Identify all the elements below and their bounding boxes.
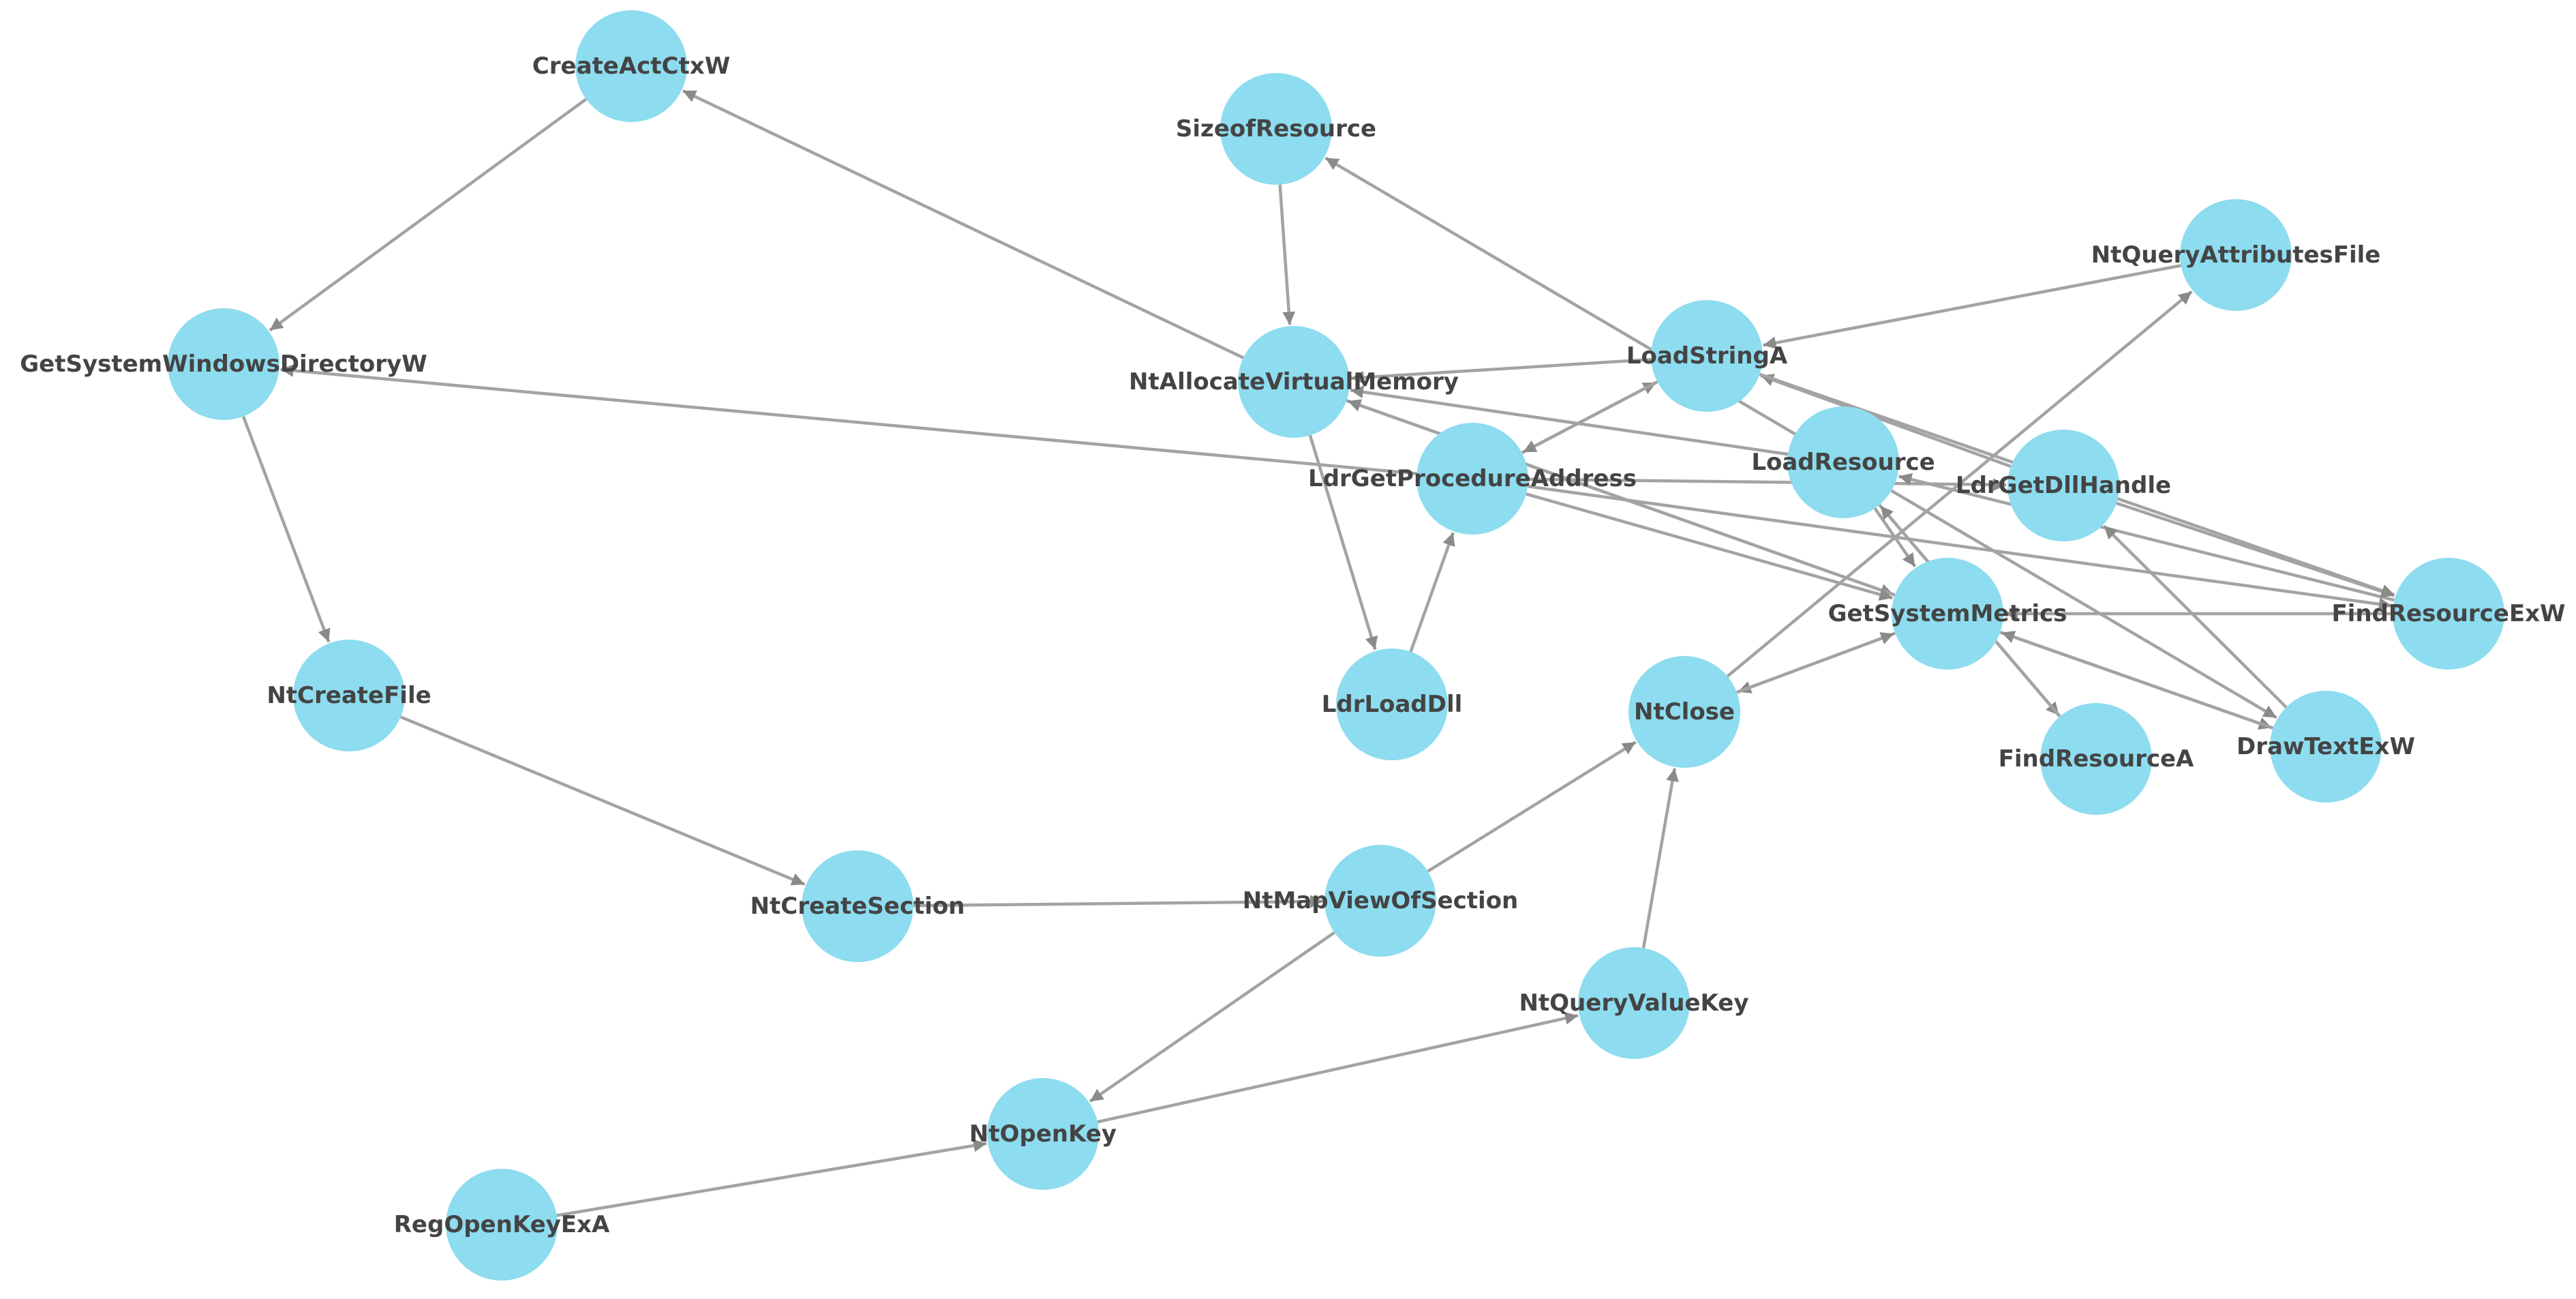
node-layer — [168, 10, 2504, 1281]
edge-nt-query-attributes-file-to-load-string-a — [1763, 264, 2181, 350]
node-label-nt-open-key: NtOpenKey — [969, 1120, 1117, 1148]
edge-draw-text-ex-w-to-get-system-metrics — [2001, 631, 2274, 730]
node-label-nt-query-value-key: NtQueryValueKey — [1519, 989, 1748, 1017]
node-find-resource-ex-w — [2393, 558, 2504, 670]
node-nt-open-key — [987, 1078, 1099, 1190]
node-find-resource-a — [2040, 703, 2152, 815]
node-ldr-load-dll — [1336, 648, 1448, 760]
node-label-draw-text-ex-w: DrawTextExW — [2237, 733, 2415, 760]
edge-sizeof-resource-to-nt-allocate-virtual-memory — [1278, 184, 1296, 325]
edge-draw-text-ex-w-to-ldr-get-dll-handle — [2103, 524, 2288, 708]
node-label-nt-allocate-virtual-memory: NtAllocateVirtualMemory — [1129, 368, 1459, 395]
edge-nt-allocate-virtual-memory-to-create-act-ctx-w — [682, 89, 1244, 359]
node-label-nt-create-file: NtCreateFile — [267, 682, 431, 709]
node-label-get-system-metrics: GetSystemMetrics — [1828, 600, 2067, 627]
node-label-find-resource-ex-w: FindResourceExW — [2331, 600, 2565, 627]
edge-layer — [241, 89, 2395, 1217]
edge-nt-map-view-of-section-to-nt-close — [1427, 741, 1637, 873]
node-nt-allocate-virtual-memory — [1238, 326, 1350, 438]
node-label-nt-query-attributes-file: NtQueryAttributesFile — [2091, 241, 2381, 269]
node-create-act-ctx-w — [575, 10, 687, 122]
node-nt-create-section — [802, 850, 913, 962]
edge-load-string-a-to-nt-allocate-virtual-memory — [1350, 357, 1652, 384]
node-draw-text-ex-w — [2270, 691, 2382, 803]
node-get-system-metrics — [1892, 558, 2003, 670]
edge-nt-create-file-to-nt-create-section — [399, 715, 806, 886]
node-label-ldr-load-dll: LdrLoadDll — [1322, 691, 1463, 718]
node-nt-close — [1628, 656, 1740, 768]
edge-nt-map-view-of-section-to-nt-open-key — [1089, 931, 1335, 1103]
edge-nt-query-value-key-to-nt-close — [1641, 768, 1679, 949]
node-nt-query-value-key — [1578, 947, 1690, 1059]
edge-nt-create-section-to-nt-map-view-of-section — [913, 895, 1324, 908]
node-label-get-system-windows-directory-w: GetSystemWindowsDirectoryW — [20, 350, 427, 378]
node-label-nt-create-section: NtCreateSection — [751, 893, 965, 920]
edge-nt-open-key-to-nt-query-value-key — [1097, 1012, 1579, 1124]
edge-ldr-get-procedure-address-to-get-system-metrics — [1526, 492, 1893, 601]
node-label-load-resource: LoadResource — [1751, 449, 1935, 476]
node-label-find-resource-a: FindResourceA — [1999, 745, 2194, 773]
edge-load-resource-to-draw-text-ex-w — [1890, 489, 2277, 719]
node-nt-map-view-of-section — [1324, 845, 1436, 957]
node-label-ldr-get-dll-handle: LdrGetDllHandle — [1956, 472, 2171, 499]
node-label-nt-map-view-of-section: NtMapViewOfSection — [1243, 887, 1519, 914]
node-reg-open-key-ex-a — [446, 1169, 558, 1281]
edge-get-system-windows-directory-w-to-nt-create-file — [241, 415, 331, 643]
node-label-ldr-get-procedure-address: LdrGetProcedureAddress — [1308, 465, 1637, 492]
edge-find-resource-ex-w-to-load-resource — [1898, 473, 2395, 602]
node-label-nt-close: NtClose — [1634, 698, 1735, 726]
edge-ldr-get-procedure-address-to-find-resource-ex-w — [1527, 484, 2393, 611]
edge-create-act-ctx-w-to-get-system-windows-directory-w — [269, 98, 588, 332]
edge-ldr-get-dll-handle-to-find-resource-ex-w — [2116, 501, 2395, 598]
node-label-sizeof-resource: SizeofResource — [1176, 115, 1376, 143]
node-load-resource — [1787, 406, 1899, 518]
node-sizeof-resource — [1220, 73, 1332, 185]
node-label-create-act-ctx-w: CreateActCtxW — [532, 53, 730, 80]
edge-nt-allocate-virtual-memory-to-ldr-load-dll — [1308, 434, 1378, 651]
edge-ldr-get-procedure-address-to-get-system-windows-directory-w — [280, 364, 1417, 475]
node-label-load-string-a: LoadStringA — [1626, 342, 1788, 370]
node-ldr-get-dll-handle — [2007, 430, 2119, 541]
edge-load-resource-to-nt-allocate-virtual-memory — [1350, 385, 1789, 456]
edge-reg-open-key-ex-a-to-nt-open-key — [556, 1139, 987, 1217]
node-nt-query-attributes-file — [2180, 199, 2292, 311]
node-load-string-a — [1651, 300, 1763, 412]
node-nt-create-file — [293, 640, 405, 751]
edge-load-string-a-to-ldr-get-procedure-address — [1522, 380, 1658, 454]
node-label-reg-open-key-ex-a: RegOpenKeyExA — [394, 1211, 610, 1238]
edge-ldr-load-dll-to-ldr-get-procedure-address — [1409, 532, 1455, 653]
label-layer: CreateActCtxW SizeofResourceNtQueryAttrib… — [20, 53, 2565, 1238]
edge-nt-close-to-get-system-metrics — [1736, 632, 1895, 694]
node-ldr-get-procedure-address — [1416, 423, 1528, 535]
node-get-system-windows-directory-w — [168, 308, 279, 420]
